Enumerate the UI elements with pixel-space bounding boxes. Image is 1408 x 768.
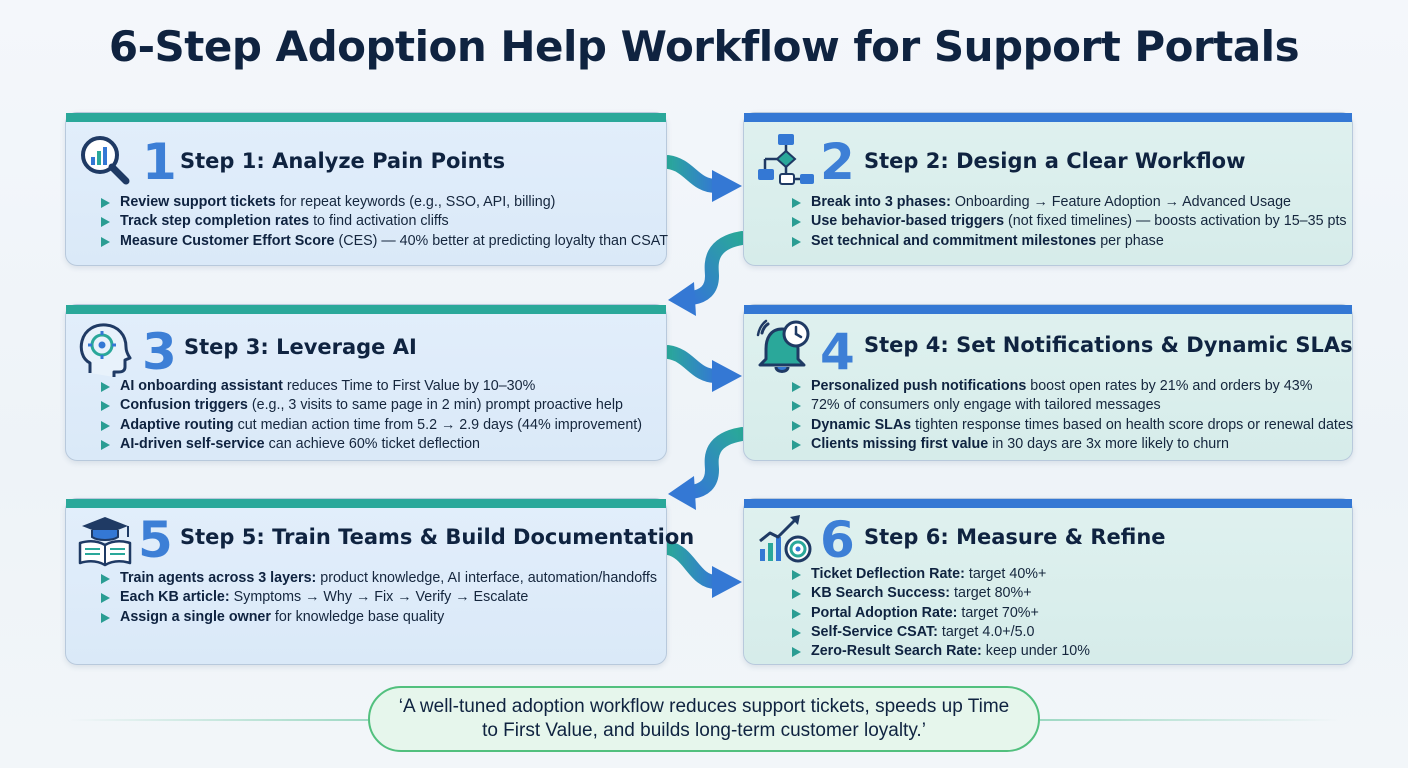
page-title: 6-Step Adoption Help Workflow for Suppor…: [108, 22, 1300, 71]
arrow-3-to-4: [661, 345, 742, 392]
bullet-item: Self-Service CSAT: target 4.0+/5.0: [786, 623, 1090, 642]
bullet-item: KB Search Success: target 80%+: [786, 584, 1090, 603]
bullet-item: Ticket Deflection Rate: target 40%+: [786, 565, 1090, 584]
bell-clock-icon: [756, 319, 810, 373]
card-accent-bar: [744, 305, 1352, 314]
arrow-2-to-3: [668, 231, 749, 316]
step-bullets: Break into 3 phases: Onboarding → Featur…: [786, 193, 1347, 251]
step-bullets: Review support tickets for repeat keywor…: [95, 193, 668, 251]
step-heading: Step 2: Design a Clear Workflow: [864, 149, 1246, 173]
step-number: 5: [138, 511, 173, 569]
step-card-2: 2 Step 2: Design a Clear Workflow Break …: [743, 112, 1353, 266]
bullet-item: Assign a single owner for knowledge base…: [95, 608, 657, 627]
bullet-item: Zero-Result Search Rate: keep under 10%: [786, 642, 1090, 661]
arrow-4-to-5: [668, 427, 749, 510]
step-card-3: 3 Step 3: Leverage AI AI onboarding assi…: [65, 304, 667, 461]
bullet-item: Adaptive routing cut median action time …: [95, 416, 642, 435]
bullet-item: Break into 3 phases: Onboarding → Featur…: [786, 193, 1347, 212]
card-accent-bar: [66, 499, 666, 508]
arrow-1-to-2: [661, 155, 742, 202]
ai-head-icon: [79, 323, 132, 377]
growth-chart-icon: [759, 515, 812, 563]
divider-right: [1040, 719, 1338, 721]
step-bullets: AI onboarding assistant reduces Time to …: [95, 377, 642, 454]
step-heading: Step 6: Measure & Refine: [864, 525, 1166, 549]
step-heading: Step 1: Analyze Pain Points: [180, 149, 506, 173]
divider-left: [70, 719, 368, 721]
step-card-6: 6 Step 6: Measure & Refine Ticket Deflec…: [743, 498, 1353, 665]
bullet-item: Personalized push notifications boost op…: [786, 377, 1353, 396]
step-number: 1: [142, 133, 177, 191]
step-card-5: 5 Step 5: Train Teams & Build Documentat…: [65, 498, 694, 665]
step-heading: Step 5: Train Teams & Build Documentatio…: [180, 525, 695, 549]
bullet-item: Track step completion rates to find acti…: [95, 212, 668, 231]
bullet-item: Set technical and commitment milestones …: [786, 232, 1347, 251]
bullet-item: Train agents across 3 layers: product kn…: [95, 569, 657, 588]
card-accent-bar: [744, 499, 1352, 508]
magnifier-chart-icon: [81, 136, 130, 185]
step-heading: Step 3: Leverage AI: [184, 335, 417, 359]
step-bullets: Train agents across 3 layers: product kn…: [95, 569, 657, 627]
bullet-item: Each KB article: Symptoms → Why → Fix → …: [95, 588, 657, 607]
bullet-item: Review support tickets for repeat keywor…: [95, 193, 668, 212]
step-card-4: 4 Step 4: Set Notifications & Dynamic SL…: [743, 304, 1353, 461]
step-heading: Step 4: Set Notifications & Dynamic SLAs: [864, 333, 1353, 357]
bullet-item: Confusion triggers (e.g., 3 visits to sa…: [95, 396, 642, 415]
step-number: 2: [820, 133, 855, 191]
bullet-item: AI onboarding assistant reduces Time to …: [95, 377, 642, 396]
step-number: 6: [820, 511, 855, 569]
arrow-5-to-6: [661, 541, 742, 598]
step-number: 3: [142, 323, 177, 381]
bullet-item: Portal Adoption Rate: target 70%+: [786, 604, 1090, 623]
bullet-item: Clients missing first value in 30 days a…: [786, 435, 1353, 454]
flowchart-icon: [758, 134, 814, 185]
bullet-item: Dynamic SLAs tighten response times base…: [786, 416, 1353, 435]
summary-quote: ‘A well-tuned adoption workflow reduces …: [368, 686, 1040, 752]
bullet-item: 72% of consumers only engage with tailor…: [786, 396, 1353, 415]
card-accent-bar: [66, 113, 666, 122]
bullet-item: Measure Customer Effort Score (CES) — 40…: [95, 232, 668, 251]
bullet-item: AI-driven self-service can achieve 60% t…: [95, 435, 642, 454]
step-card-1: 1 Step 1: Analyze Pain Points Review sup…: [65, 112, 668, 266]
step-number: 4: [820, 323, 855, 381]
quote-text: ‘A well-tuned adoption workflow reduces …: [398, 696, 1010, 741]
step-bullets: Ticket Deflection Rate: target 40%+ KB S…: [786, 565, 1090, 661]
graduation-book-icon: [78, 517, 132, 567]
card-accent-bar: [66, 305, 666, 314]
bullet-item: Use behavior-based triggers (not fixed t…: [786, 212, 1347, 231]
card-accent-bar: [744, 113, 1352, 122]
step-bullets: Personalized push notifications boost op…: [786, 377, 1353, 454]
